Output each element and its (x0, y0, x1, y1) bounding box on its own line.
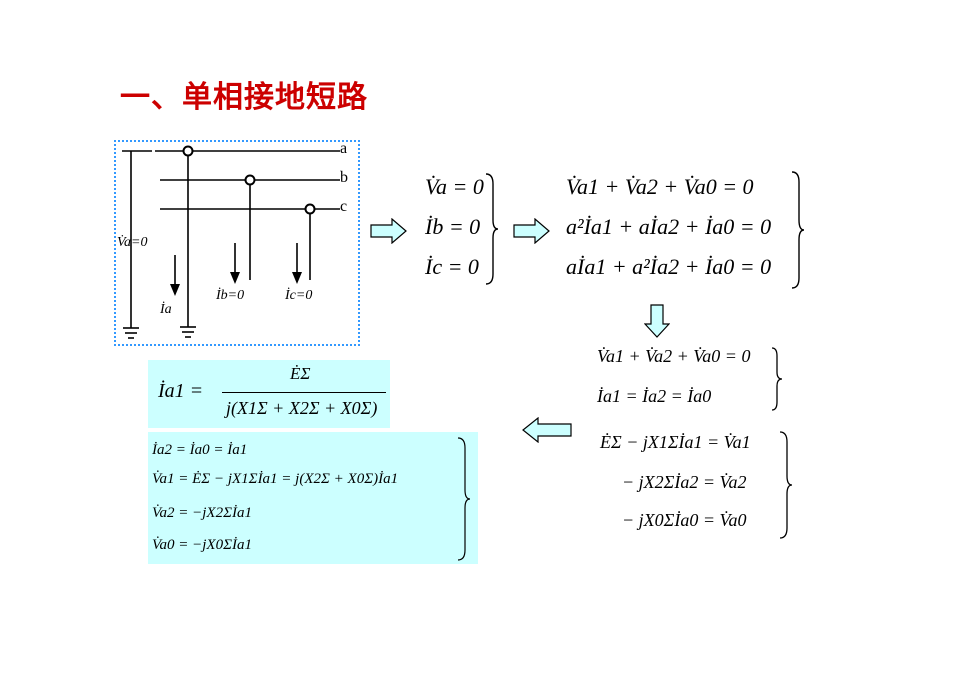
current-numerator: ĖΣ (290, 364, 311, 383)
right-brace (779, 431, 793, 539)
current-lhs: İa1 = (158, 380, 204, 402)
fraction-line (222, 392, 386, 393)
arrow-down-icon (644, 304, 670, 338)
solution-eq-1: İa2 = İa0 = İa1 (152, 442, 248, 458)
symmetric-eq-1: V̇a1 + V̇a2 + V̇a0 = 0 (566, 174, 754, 199)
network-eq-3: − jX0Σİa0 = V̇a0 (622, 510, 747, 530)
ic-label: İc=0 (285, 288, 313, 303)
ib-label: İb=0 (216, 288, 245, 303)
current-denominator: j(X1Σ + X2Σ + X0Σ) (226, 398, 378, 418)
arrow-left-icon (522, 417, 572, 443)
boundary-eq-2: İb = 0 (425, 214, 481, 239)
boundary-eq-3: İc = 0 (425, 254, 479, 279)
current-solution-box (148, 360, 390, 428)
solution-set-box (148, 432, 478, 564)
network-eq-1: ĖΣ − jX1Σİa1 = V̇a1 (600, 432, 751, 452)
solution-eq-3: V̇a2 = −jX2Σİa1 (152, 505, 252, 521)
right-brace (791, 171, 805, 289)
arrow-right-icon (370, 218, 407, 244)
phase-c-label: c (340, 198, 348, 215)
boundary-eq-1: V̇a = 0 (425, 174, 484, 199)
va-label: V̇a=0 (117, 235, 148, 250)
symmetric-eq-2: a²İa1 + aİa2 + İa0 = 0 (566, 214, 772, 239)
arrow-right-icon (513, 218, 550, 244)
symmetric-eq-3: aİa1 + a²İa2 + İa0 = 0 (566, 254, 772, 279)
circuit-diagram (114, 140, 360, 346)
right-brace (485, 173, 499, 285)
solution-eq-2: V̇a1 = ĖΣ − jX1Σİa1 = j(X2Σ + X0Σ)İa1 (152, 471, 399, 487)
ia-label: İa (160, 302, 172, 317)
solution-eq-4: V̇a0 = −jX0Σİa1 (152, 537, 252, 553)
phase-b-label: b (340, 169, 348, 186)
reduced-eq-2: İa1 = İa2 = İa0 (597, 386, 712, 406)
right-brace (771, 347, 783, 411)
network-eq-2: − jX2Σİa2 = V̇a2 (622, 472, 747, 492)
right-brace (457, 437, 471, 561)
page-title: 一、单相接地短路 (120, 80, 368, 115)
reduced-eq-1: V̇a1 + V̇a2 + V̇a0 = 0 (597, 346, 751, 366)
phase-a-label: a (340, 140, 348, 157)
